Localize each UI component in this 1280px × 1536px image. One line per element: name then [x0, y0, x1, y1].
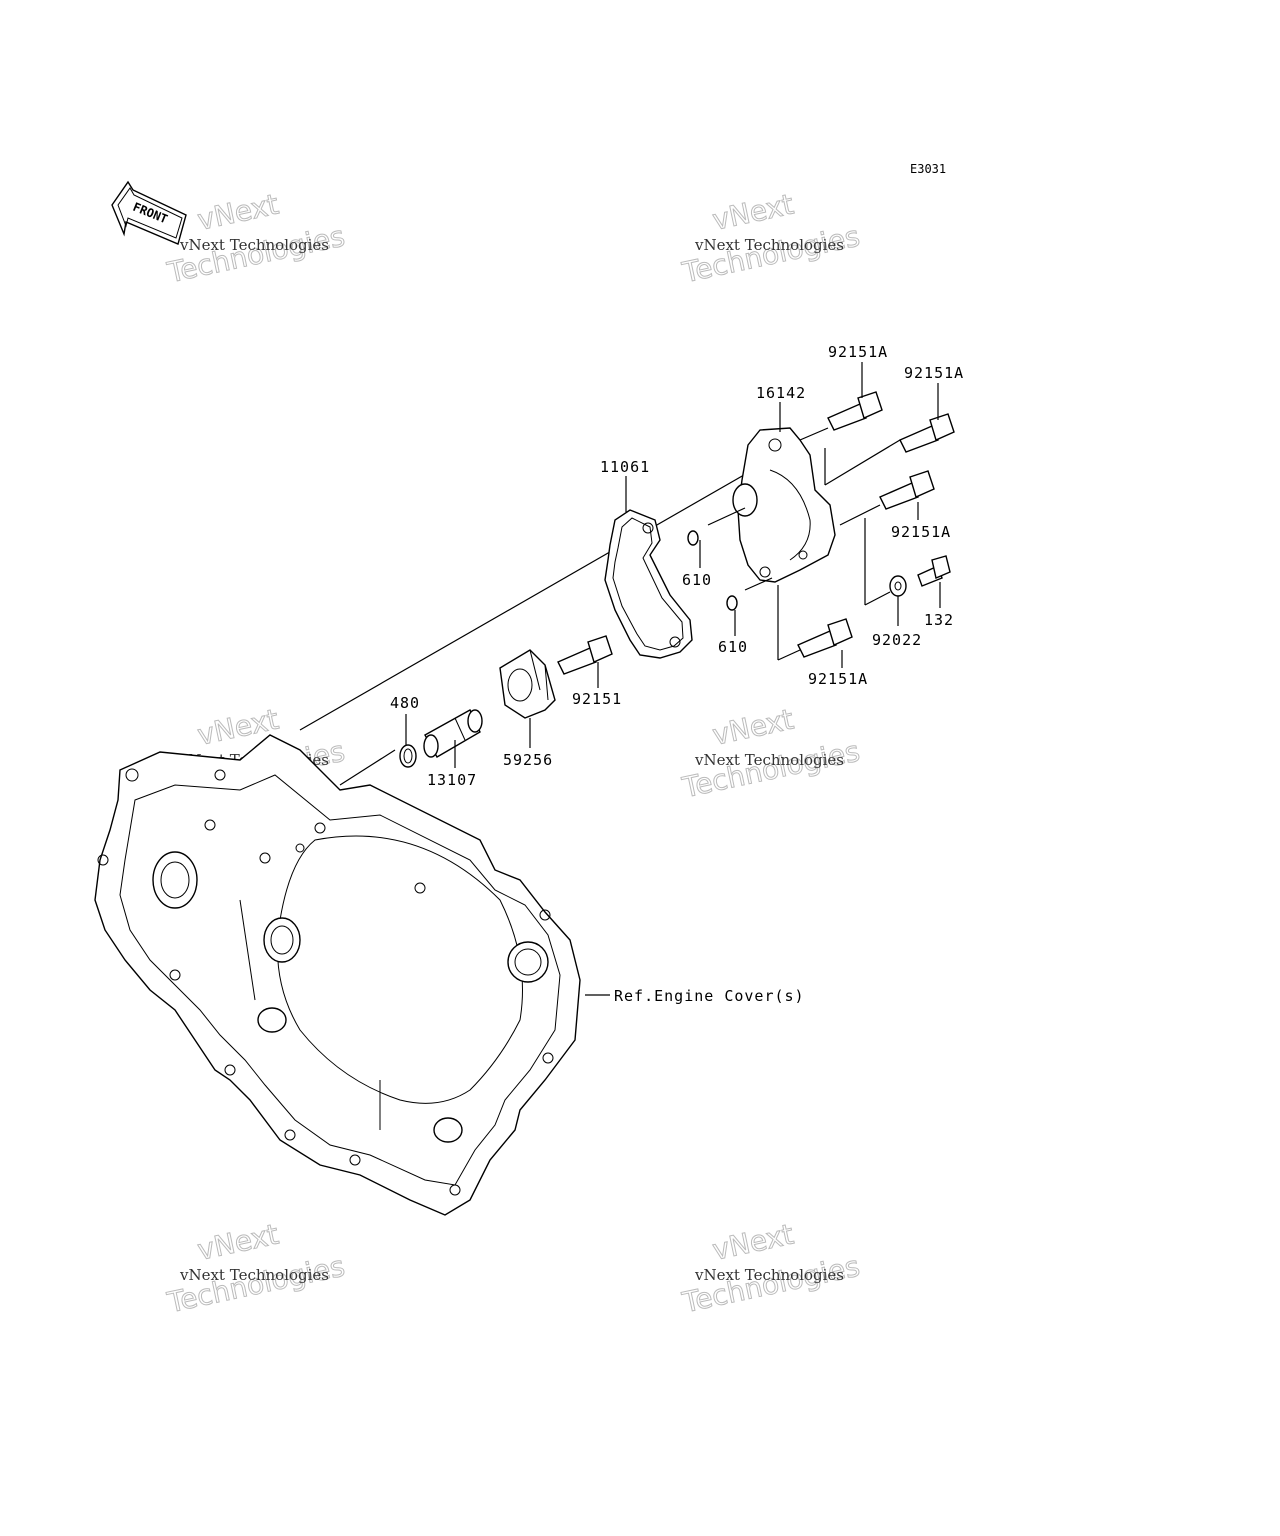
dowel-pin-610-lower — [726, 595, 738, 611]
part-labels: 92151A 92151A 16142 11061 92151A 610 132… — [390, 343, 964, 1005]
bolt-92151 — [557, 635, 613, 675]
assembly-axis-line — [299, 459, 771, 731]
svg-text:vNext Technologies: vNext Technologies — [694, 1266, 844, 1284]
label-92151a-2: 92151A — [904, 364, 964, 382]
diagram-code: E3031 — [910, 162, 946, 176]
label-reference-engine-cover: Ref.Engine Cover(s) — [614, 987, 805, 1005]
label-92151a-1: 92151A — [828, 343, 888, 361]
bolt-132 — [917, 555, 951, 587]
engine-cover — [94, 734, 581, 1216]
svg-text:Technologies: Technologies — [679, 220, 863, 290]
svg-text:Technologies: Technologies — [679, 735, 863, 805]
svg-text:vNext Technologies: vNext Technologies — [694, 236, 844, 254]
svg-text:vNext: vNext — [710, 703, 797, 752]
label-92151: 92151 — [572, 690, 622, 708]
pump-cover-16142 — [732, 427, 836, 583]
svg-text:vNext Technologies: vNext Technologies — [694, 751, 844, 769]
svg-text:Technologies: Technologies — [679, 1250, 863, 1320]
label-132: 132 — [924, 611, 954, 629]
front-arrow-icon: FRONT — [111, 180, 187, 245]
svg-text:vNext: vNext — [195, 188, 282, 237]
washer-92022 — [889, 575, 907, 597]
dowel-pin-610-upper — [687, 530, 699, 546]
bolt-92151a-4 — [797, 618, 853, 658]
bolt-92151a-2 — [899, 413, 955, 453]
label-610-upper: 610 — [682, 571, 712, 589]
gasket-11061 — [604, 509, 693, 659]
svg-text:Technologies: Technologies — [164, 220, 348, 290]
label-92151a-4: 92151A — [808, 670, 868, 688]
label-480: 480 — [390, 694, 420, 712]
label-13107: 13107 — [427, 771, 477, 789]
label-59256: 59256 — [503, 751, 553, 769]
svg-text:vNext: vNext — [195, 1218, 282, 1267]
svg-text:vNext: vNext — [710, 1218, 797, 1267]
assembly-axis-line-lower — [339, 749, 396, 786]
bolt-92151a-3 — [879, 470, 935, 510]
shaft-13107 — [423, 709, 483, 758]
bolt-92151a-1 — [827, 391, 883, 431]
svg-text:vNext: vNext — [710, 188, 797, 237]
leader-lines — [405, 362, 941, 996]
svg-text:vNext Technologies: vNext Technologies — [179, 1266, 329, 1284]
label-92151a-3: 92151A — [891, 523, 951, 541]
label-16142: 16142 — [756, 384, 806, 402]
snap-ring-480 — [399, 744, 417, 768]
impeller-59256 — [499, 649, 556, 719]
svg-text:vNext Technologies: vNext Technologies — [179, 236, 329, 254]
label-610-lower: 610 — [718, 638, 748, 656]
label-11061: 11061 — [600, 458, 650, 476]
svg-text:Technologies: Technologies — [164, 1250, 348, 1320]
label-92022: 92022 — [872, 631, 922, 649]
